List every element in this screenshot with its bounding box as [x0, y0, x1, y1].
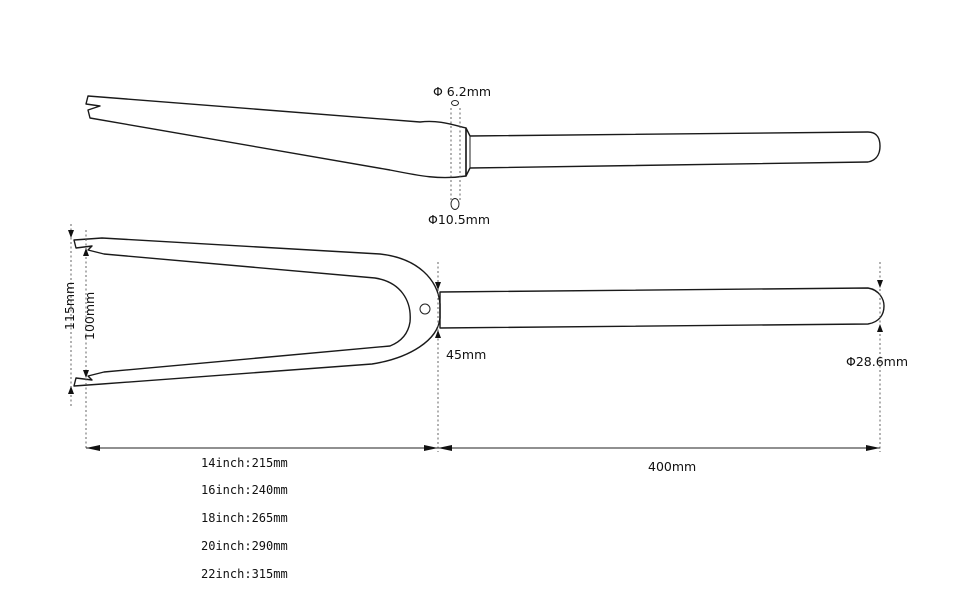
- bottom-bearing-ellipse: [450, 198, 460, 210]
- dim-arrow: [83, 370, 89, 378]
- dim-arrow: [866, 445, 880, 451]
- fork-upper-blade: [73, 237, 441, 387]
- dim-arrow: [877, 324, 883, 332]
- steerer-tube-side: [465, 127, 881, 177]
- dim-arrow: [435, 330, 441, 338]
- size-row-18: 18inch:265mm: [201, 511, 288, 525]
- outer-width-label: 115mm: [62, 282, 77, 330]
- inner-width-label: 100mm: [82, 292, 97, 340]
- brake-mount-hole: [419, 303, 431, 315]
- dim-arrow: [877, 280, 883, 288]
- dim-arrow: [68, 230, 74, 238]
- top-diameter-label: Φ 6.2mm: [433, 84, 491, 99]
- fork-front-view: 115mm 100mm 45mm Φ28.6mm 400mm: [62, 224, 908, 474]
- dim-arrow: [435, 282, 441, 290]
- steerer-tube-front: [439, 287, 885, 329]
- fork-blade-side: [85, 95, 467, 179]
- dim-arrow: [68, 386, 74, 394]
- dim-arrow: [424, 445, 438, 451]
- size-row-20: 20inch:290mm: [201, 539, 288, 553]
- fork-side-view: Φ 6.2mm Φ10.5mm: [85, 84, 881, 227]
- steerer-length-label: 400mm: [648, 459, 696, 474]
- dim-arrow: [83, 248, 89, 256]
- crown-offset-label: 45mm: [446, 347, 486, 362]
- dim-arrow: [438, 445, 452, 451]
- bottom-diameter-label: Φ10.5mm: [428, 212, 490, 227]
- dim-arrow: [86, 445, 100, 451]
- size-table: 14inch:215mm 16inch:240mm 18inch:265mm 2…: [201, 456, 288, 581]
- top-bearing-ellipse: [451, 100, 459, 106]
- steerer-diameter-label: Φ28.6mm: [846, 354, 908, 369]
- size-row-14: 14inch:215mm: [201, 456, 288, 470]
- size-row-22: 22inch:315mm: [201, 567, 288, 581]
- size-row-16: 16inch:240mm: [201, 483, 288, 497]
